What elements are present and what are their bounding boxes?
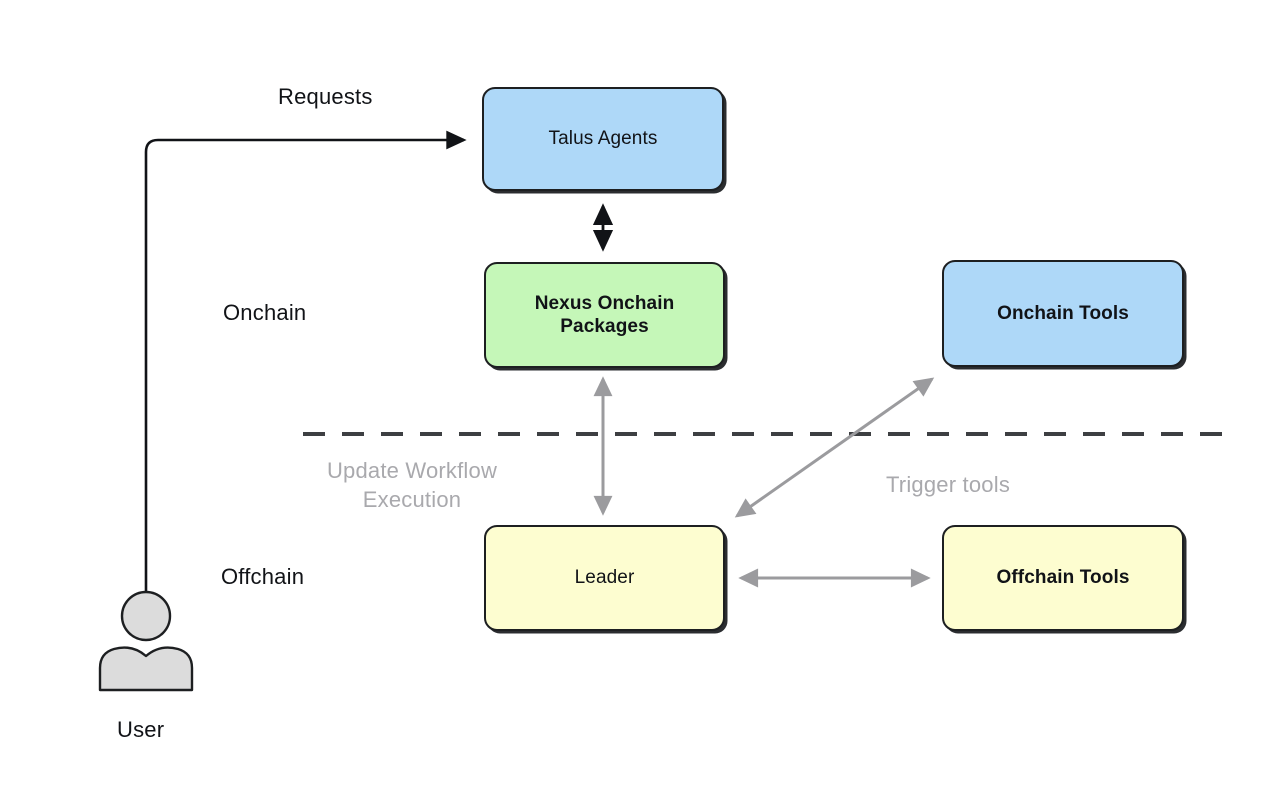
edge-user-to-talus-agents [144,130,467,600]
node-label-offchain-tools: Offchain Tools [996,567,1130,589]
edge-label-requests: Requests [278,84,373,109]
node-label-talus-agents: Talus Agents [548,128,658,150]
actor-label-user: User [117,717,165,742]
layer-label-onchain: Onchain [223,300,307,325]
node-label-nexus-onchain-packages: Nexus Onchain Packages [525,292,685,338]
edge-label-update-workflow-execution: Update Workflow Execution [326,458,498,513]
layer-label-offchain: Offchain [221,564,305,589]
node-label-leader: Leader [574,567,635,589]
user-avatar-icon [98,590,194,692]
node-leader[interactable]: Leader [484,525,725,631]
node-onchain-tools[interactable]: Onchain Tools [942,260,1184,367]
edge-label-trigger-tools: Trigger tools [885,472,1011,497]
node-label-line-1: Nexus Onchain [534,292,675,314]
node-talus-agents[interactable]: Talus Agents [482,87,724,191]
node-offchain-tools[interactable]: Offchain Tools [942,525,1184,631]
node-label-line-2: Packages [560,316,649,337]
node-label-onchain-tools: Onchain Tools [997,302,1129,324]
node-nexus-onchain-packages[interactable]: Nexus Onchain Packages [484,262,725,368]
